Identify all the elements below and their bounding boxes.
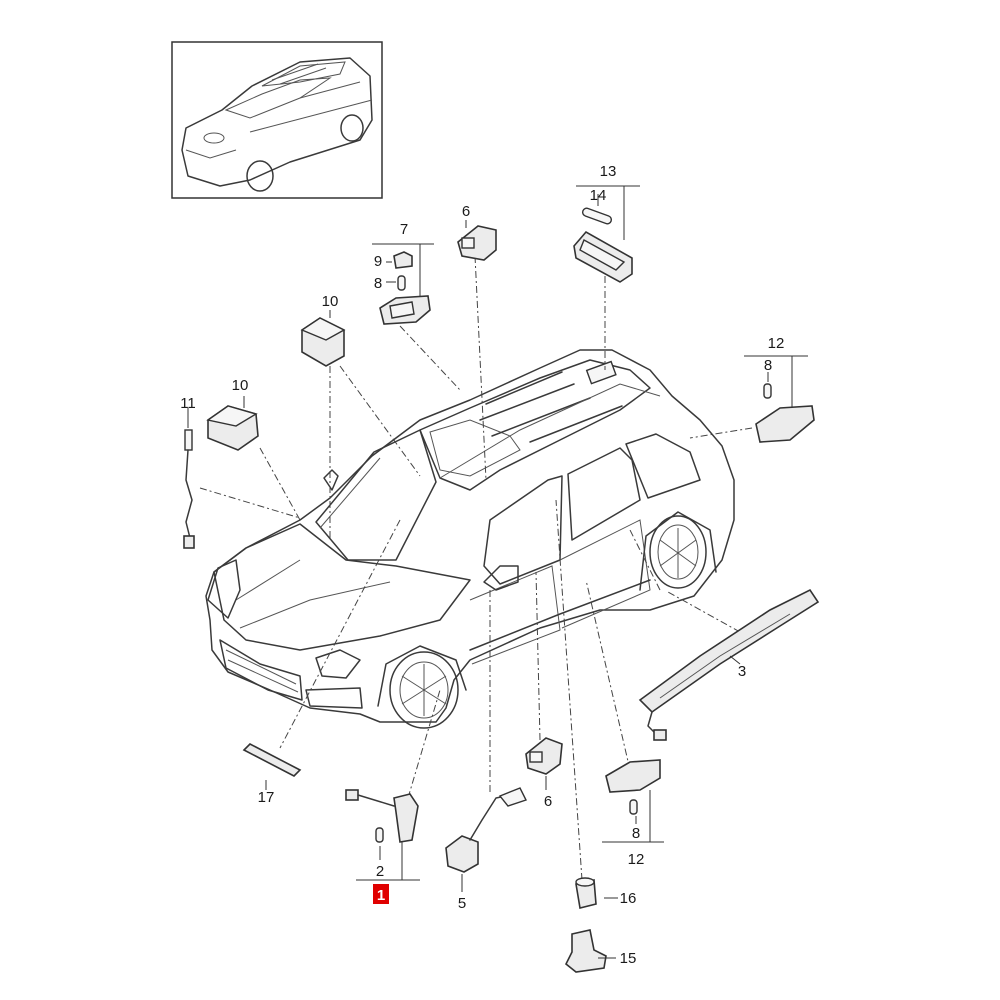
callout-8-top: 8 xyxy=(374,275,382,292)
part-8-bulb-lower xyxy=(629,799,638,815)
callout-14: 14 xyxy=(590,187,607,204)
callout-12-lower: 12 xyxy=(628,851,645,868)
callout-labels: 13 14 6 7 9 8 10 12 8 10 11 3 6 17 8 12 … xyxy=(180,163,784,967)
part-10-upper xyxy=(300,317,346,367)
callout-13: 13 xyxy=(600,163,617,180)
callout-8-right: 8 xyxy=(764,357,772,374)
part-11-wire xyxy=(183,429,195,549)
part-3-light-strip xyxy=(638,588,820,741)
part-8-bulb-top xyxy=(397,275,406,291)
callout-10-upper: 10 xyxy=(322,293,339,310)
callout-17: 17 xyxy=(258,789,275,806)
vehicle-illustration xyxy=(205,349,735,729)
part-6-lower xyxy=(525,737,563,775)
overview-car-illustration xyxy=(181,57,373,192)
part-10-left xyxy=(206,405,259,451)
part-14-bulb xyxy=(581,207,613,225)
callout-10-left: 10 xyxy=(232,377,249,394)
part-5-connector xyxy=(445,787,527,873)
callout-1-highlight-box xyxy=(373,884,389,904)
callout-7: 7 xyxy=(400,221,408,238)
part-12-lower xyxy=(605,759,661,793)
overview-inset xyxy=(171,41,383,199)
part-2-bulb xyxy=(375,827,384,843)
part-1-sensor xyxy=(345,789,419,843)
callout-6-top: 6 xyxy=(462,203,470,220)
callout-8-lower: 8 xyxy=(632,825,640,842)
callout-2: 2 xyxy=(376,863,384,880)
part-15-socket xyxy=(564,929,607,973)
callout-15: 15 xyxy=(620,950,637,967)
leader-lines xyxy=(199,255,753,881)
part-17-trim-strip xyxy=(242,743,302,777)
callout-16: 16 xyxy=(620,890,637,907)
callout-9: 9 xyxy=(374,253,382,270)
callout-12-top: 12 xyxy=(768,335,785,352)
callout-brackets xyxy=(187,185,808,959)
callout-6-lower: 6 xyxy=(544,793,552,810)
callout-3: 3 xyxy=(738,663,746,680)
part-6-top xyxy=(457,225,497,261)
part-13-lamp-housing xyxy=(573,230,633,283)
part-12-upper xyxy=(755,405,815,443)
part-8-bulb-right xyxy=(763,383,772,399)
callout-5: 5 xyxy=(458,895,466,912)
part-7-reading-light xyxy=(379,295,431,325)
callout-1: 1 xyxy=(377,887,385,904)
callout-11: 11 xyxy=(180,395,196,412)
part-16-holder xyxy=(575,877,597,909)
part-9-clip xyxy=(393,251,413,269)
